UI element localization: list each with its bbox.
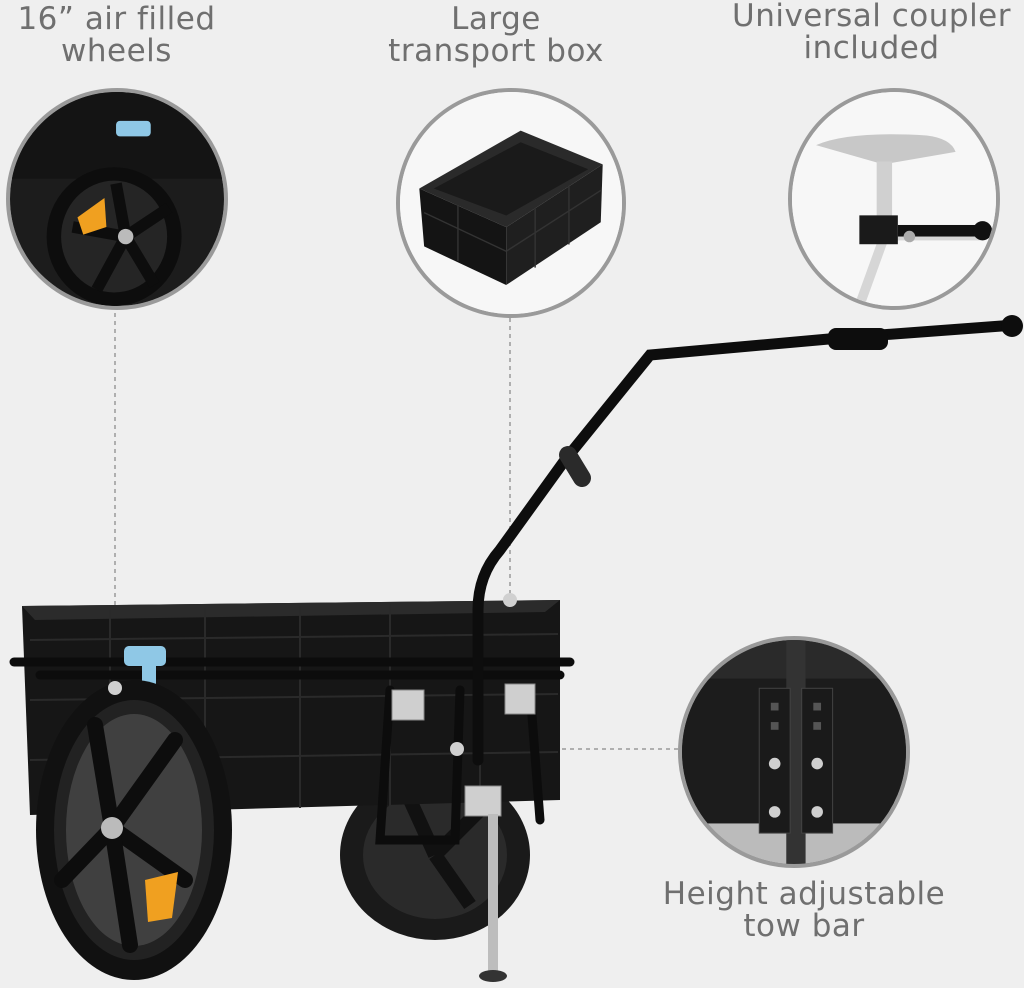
box-label-line2: transport box xyxy=(388,33,604,69)
coupler-label: Universal coupler included xyxy=(724,0,1019,64)
towbar-callout xyxy=(678,636,910,868)
wheels-label-line2: wheels xyxy=(61,33,172,69)
coupler-callout xyxy=(788,88,1000,310)
tow-bar xyxy=(472,315,1023,766)
side-reflector xyxy=(391,689,425,721)
indicator-dot xyxy=(108,681,122,695)
wheel-callout xyxy=(6,88,228,310)
wheels-label: 16” air filled wheels xyxy=(14,3,219,67)
front-wheel xyxy=(36,680,232,980)
indicator-dot xyxy=(450,742,464,756)
kickstand xyxy=(464,785,507,982)
side-reflector xyxy=(504,683,536,715)
leader-lines xyxy=(114,305,680,750)
coupler-label-line1: Universal coupler xyxy=(732,0,1011,34)
blue-clip xyxy=(124,646,166,666)
wheels-label-line1: 16” air filled xyxy=(17,1,216,37)
coupler-label-line2: included xyxy=(803,30,940,66)
box-callout xyxy=(396,88,626,318)
indicator-dot xyxy=(503,593,517,607)
towbar-label-line2: tow bar xyxy=(743,908,865,944)
towbar-label-line1: Height adjustable xyxy=(662,876,946,912)
box-label-line1: Large xyxy=(451,1,541,37)
towbar-label: Height adjustable tow bar xyxy=(658,878,950,942)
box-label: Large transport box xyxy=(380,3,612,67)
